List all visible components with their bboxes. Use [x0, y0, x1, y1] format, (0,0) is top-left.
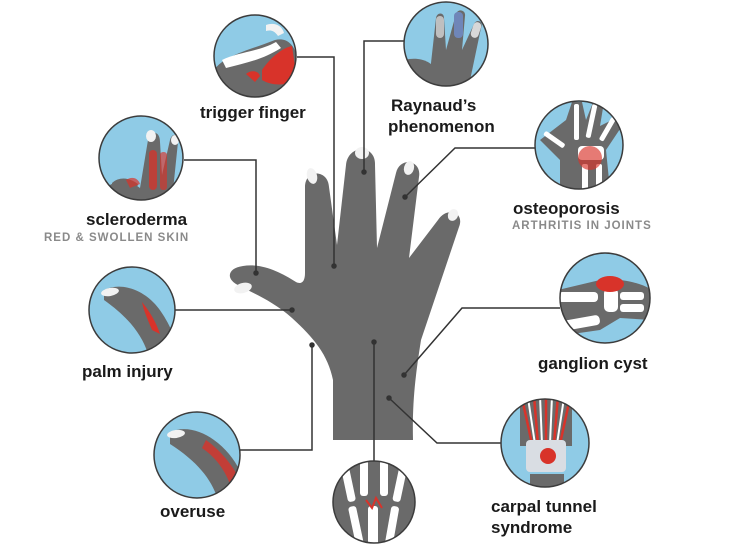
leader-trigger-finger — [297, 56, 335, 266]
label-carpal-tunnel-line2: syndrome — [491, 518, 573, 537]
raynauds-icon — [403, 1, 489, 87]
fracture-icon — [332, 460, 416, 544]
fingernails — [234, 147, 459, 294]
sublabel-osteoporosis: ARTHRITIS IN JOINTS — [512, 220, 652, 232]
label-carpal-tunnel-line1: carpal tunnel — [491, 497, 597, 516]
leader-overuse — [240, 345, 313, 451]
palm-injury-icon — [88, 266, 176, 354]
label-overuse: overuse — [160, 502, 226, 521]
label-ganglion-cyst: ganglion cyst — [538, 354, 648, 373]
trigger-finger-icon — [213, 14, 297, 98]
pinky-nail — [447, 209, 459, 221]
ganglion-cyst-icon — [559, 252, 651, 344]
label-palm-injury: palm injury — [82, 362, 173, 381]
sublabel-scleroderma: RED & SWOLLEN SKIN — [44, 232, 190, 244]
leader-osteoporosis — [404, 147, 535, 198]
leader-scleroderma — [184, 159, 257, 273]
carpal-tunnel-icon — [500, 398, 590, 488]
middle-nail — [355, 147, 369, 159]
osteoporosis-icon — [534, 100, 624, 190]
label-trigger-finger: trigger finger — [200, 103, 306, 122]
scleroderma-icon — [98, 115, 184, 201]
overuse-icon — [153, 411, 241, 499]
ring-nail — [403, 161, 415, 175]
label-raynauds-line2: phenomenon — [388, 117, 495, 136]
label-osteoporosis: osteoporosis — [513, 199, 620, 218]
leader-lines — [175, 40, 560, 461]
leader-raynauds — [363, 40, 404, 172]
label-raynauds-line1: Raynaud’s — [391, 96, 477, 115]
hand-silhouette — [229, 149, 461, 440]
leader-carpal-tunnel — [388, 397, 501, 444]
thumb-nail — [234, 282, 252, 294]
index-nail — [306, 168, 318, 184]
leader-ganglion-cyst — [403, 307, 560, 376]
label-scleroderma: scleroderma — [86, 210, 188, 229]
